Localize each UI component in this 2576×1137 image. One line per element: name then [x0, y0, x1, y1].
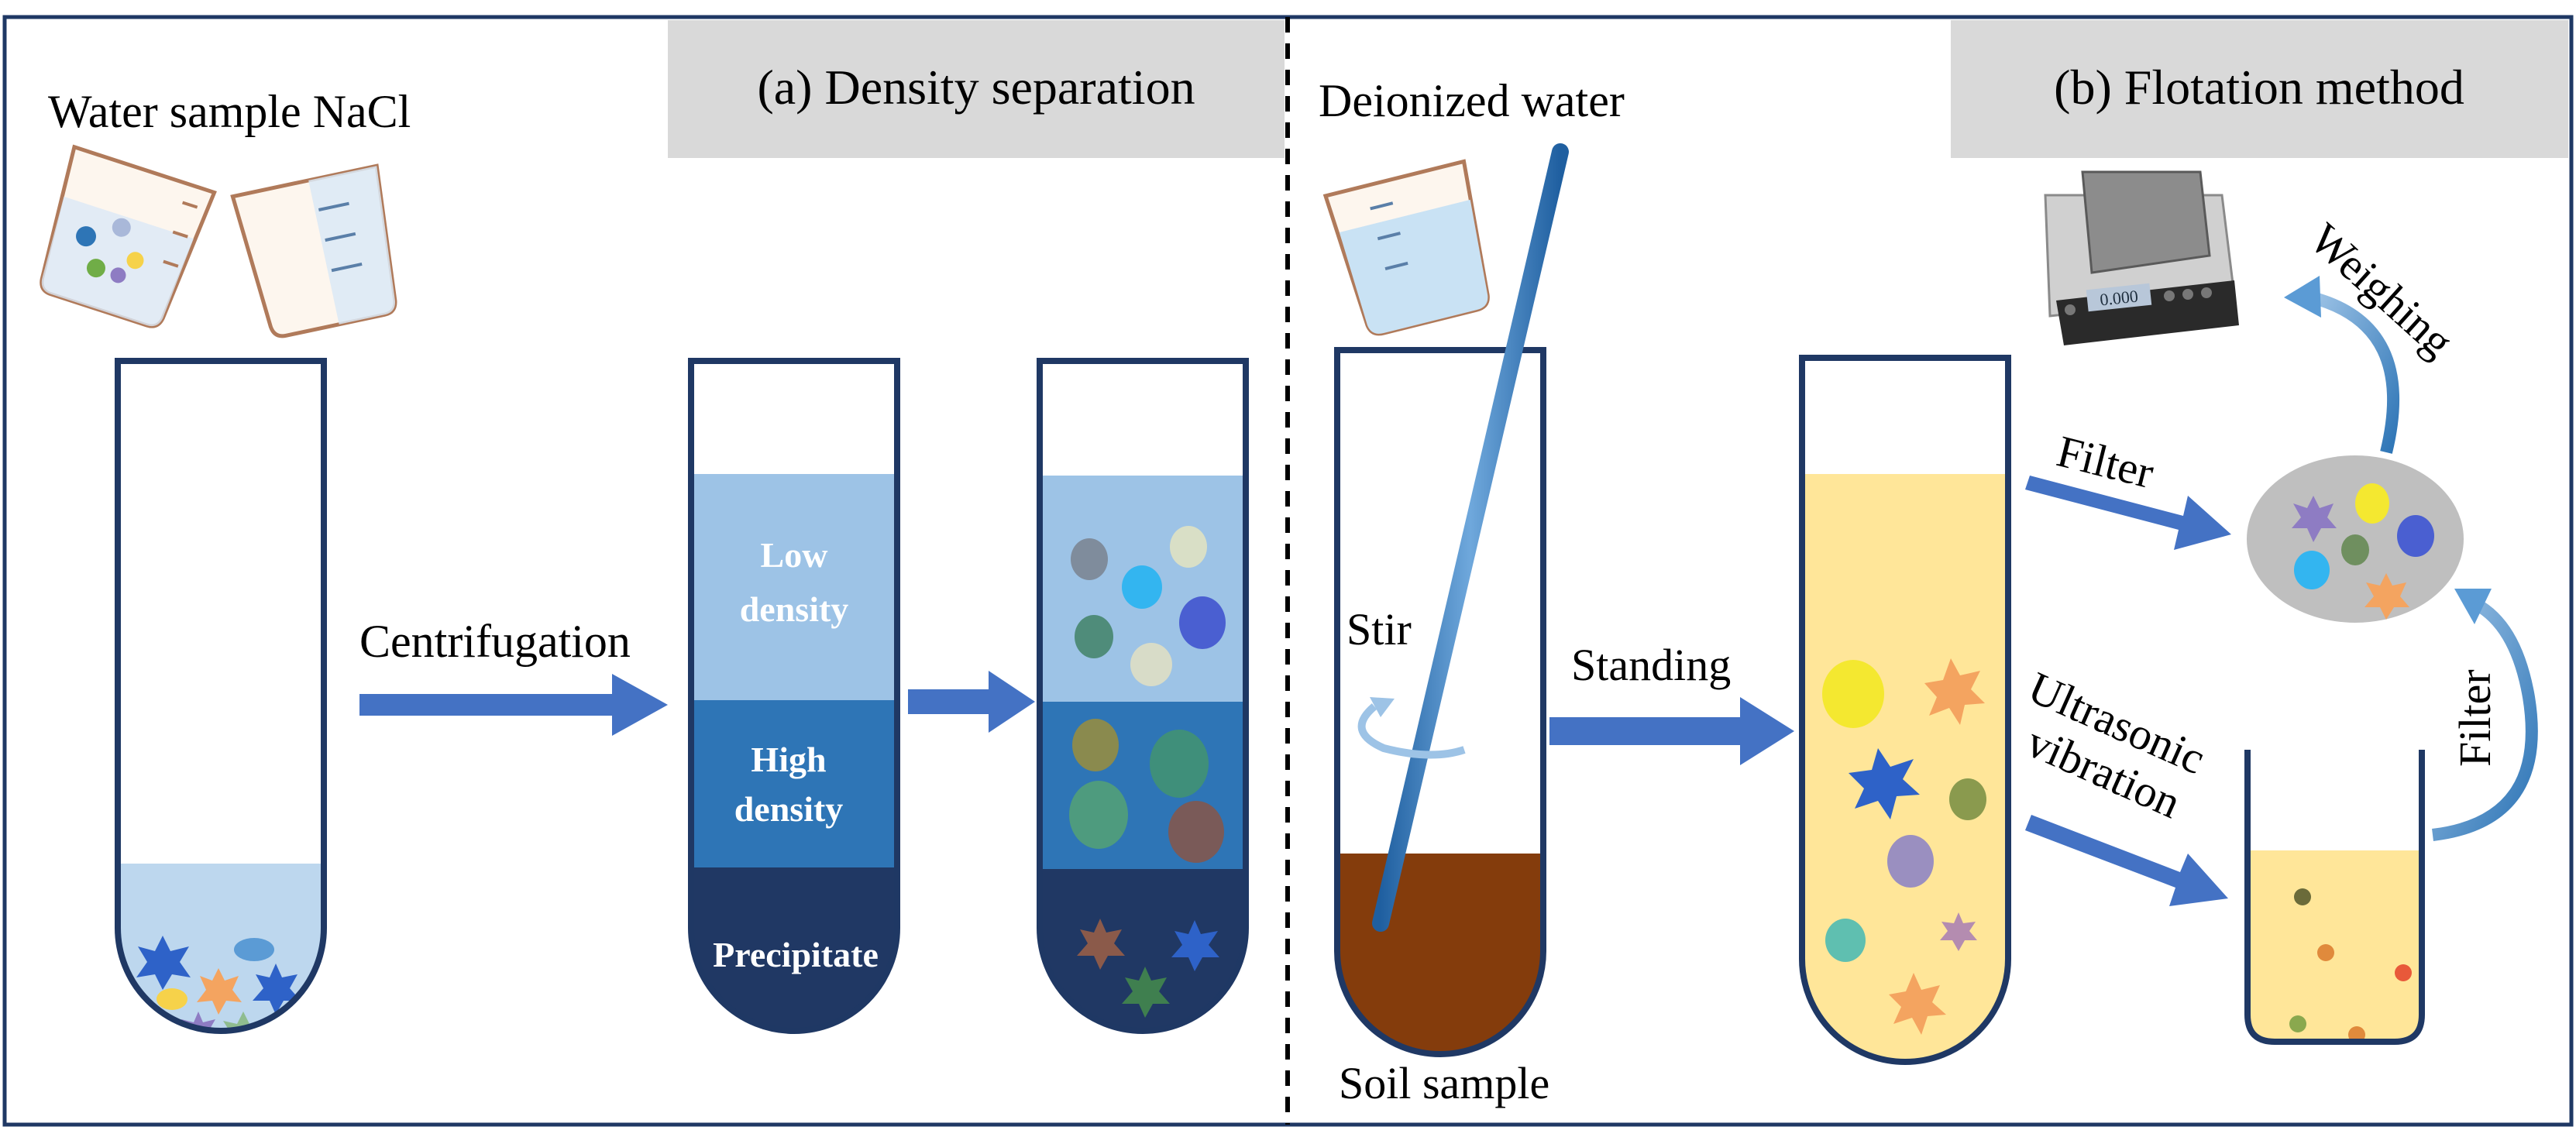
filter-label-side: Filter: [2450, 669, 2500, 767]
panel-b-header: [1951, 20, 2568, 158]
transfer-arrow: [908, 671, 1035, 733]
high-density-label-line1: High: [751, 740, 826, 779]
weighing-arrowhead: [2284, 276, 2321, 318]
tube-water-sample: [115, 358, 327, 1034]
high-density-label-line2: density: [734, 789, 844, 829]
filter-arrow-top: [2025, 476, 2231, 550]
salt-beaker-icon: [230, 163, 397, 338]
centrifugation-arrow: [359, 674, 668, 736]
sample-beaker-icon: [40, 144, 217, 328]
ultrasonic-beaker: [2244, 750, 2425, 1045]
standing-arrow: [1549, 697, 1794, 765]
panel-b-title: (b) Flotation method: [2054, 60, 2464, 115]
tube-separated-particles: [1037, 358, 1249, 1034]
centrifugation-label: Centrifugation: [359, 616, 631, 667]
ultrasonic-arrow: [2025, 815, 2228, 906]
soil-sample-label: Soil sample: [1339, 1058, 1549, 1108]
panel-a-header: [668, 20, 1285, 158]
scale-display: 0.000: [2099, 286, 2139, 309]
stir-label: Stir: [1346, 604, 1412, 654]
low-density-label-line2: density: [740, 589, 849, 629]
tube-soil-sample: [1334, 347, 1546, 1057]
water-beaker-icon: [1322, 159, 1490, 336]
weighing-arrow: [2309, 291, 2400, 454]
water-sample-label: Water sample NaCl: [48, 86, 411, 137]
panel-a-title: (a) Density separation: [757, 60, 1195, 115]
tube-density-layers: Low density High density Precipitate: [688, 358, 900, 1034]
tube-suspension: [1799, 355, 2011, 1065]
standing-label: Standing: [1571, 640, 1731, 690]
stir-rod: [1372, 143, 1569, 932]
filter-arrowhead-side: [2454, 589, 2492, 624]
precipitate-label: Precipitate: [713, 935, 879, 974]
deionized-water-label: Deionized water: [1319, 75, 1625, 126]
stir-rotation-icon: [1357, 697, 1466, 759]
low-density-label-line1: Low: [761, 535, 828, 575]
filter-paper: [2247, 455, 2464, 623]
balance-scale-icon: 0.000: [2044, 170, 2239, 345]
filter-arrow-side: [2432, 598, 2538, 841]
